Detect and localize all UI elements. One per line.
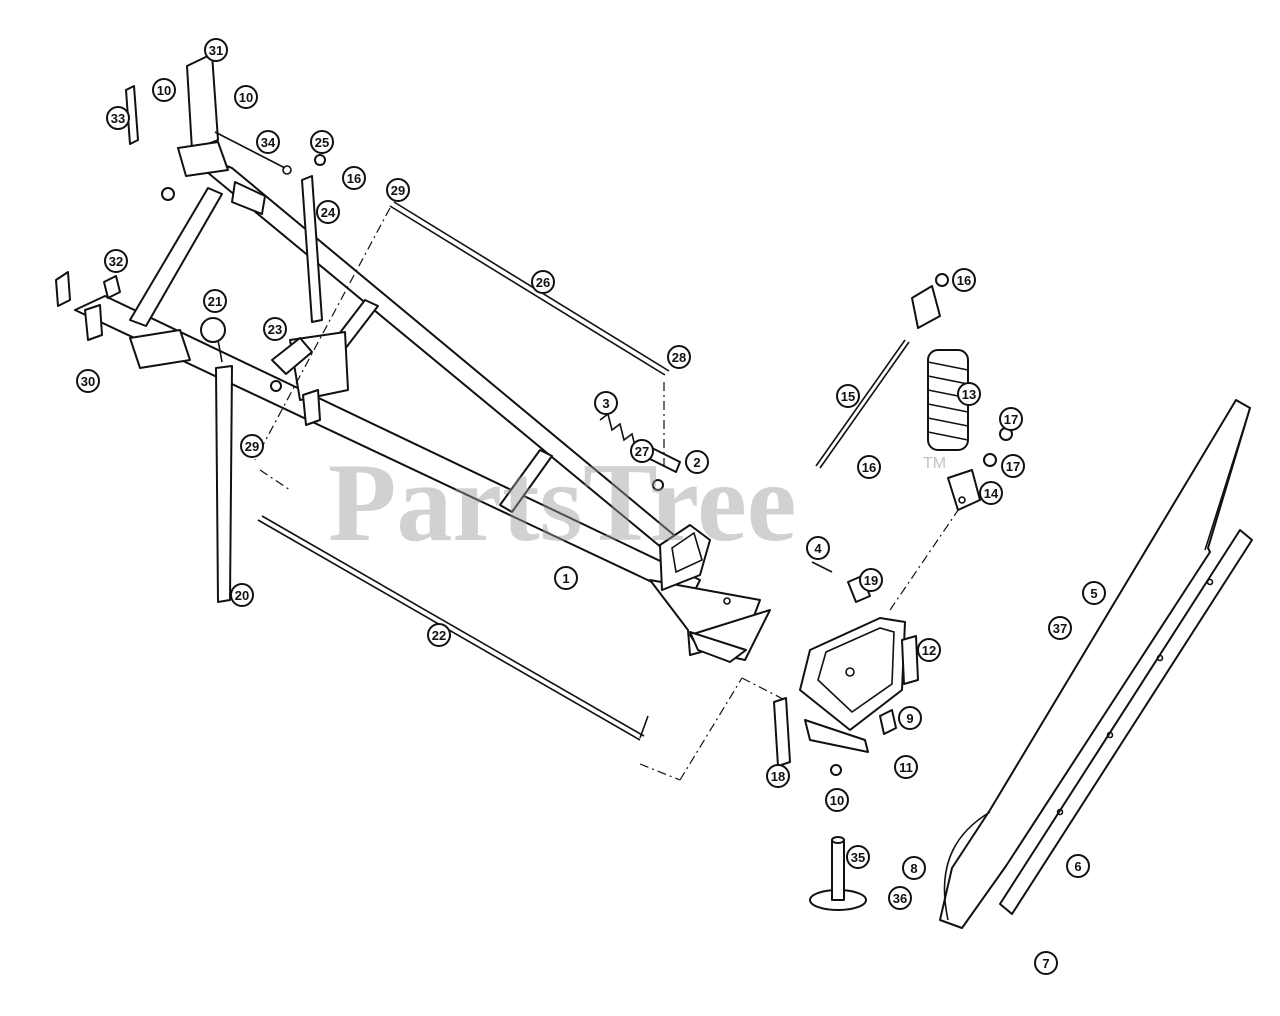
callout-circle	[846, 845, 870, 869]
callout-36: 36	[893, 891, 907, 906]
callout-circle	[1034, 951, 1058, 975]
callout-22: 22	[432, 628, 446, 643]
callout-29: 29	[391, 183, 405, 198]
callout-circle	[203, 289, 227, 313]
callout-9: 9	[906, 711, 913, 726]
callout-circle	[685, 450, 709, 474]
callout-circle	[263, 317, 287, 341]
spring-assembly	[815, 273, 1013, 511]
callout-1: 1	[562, 571, 569, 586]
callout-circle	[836, 384, 860, 408]
callout-18: 18	[771, 769, 785, 784]
callout-30: 30	[81, 374, 95, 389]
callout-3: 3	[602, 396, 609, 411]
callout-8: 8	[910, 861, 917, 876]
callout-10: 10	[830, 793, 844, 808]
callout-16: 16	[347, 171, 361, 186]
callout-27: 27	[635, 444, 649, 459]
callout-16: 16	[957, 273, 971, 288]
callout-20: 20	[235, 588, 249, 603]
callout-circle	[898, 706, 922, 730]
blade	[939, 399, 1251, 929]
callout-circle	[594, 391, 618, 415]
callout-circle	[204, 38, 228, 62]
callout-11: 11	[899, 760, 913, 775]
callout-circle	[554, 566, 578, 590]
callout-12: 12	[922, 643, 936, 658]
callout-28: 28	[672, 350, 686, 365]
callout-24: 24	[321, 205, 336, 220]
callout-circle	[630, 439, 654, 463]
callout-17: 17	[1006, 459, 1020, 474]
callout-14: 14	[984, 486, 999, 501]
callout-circle	[310, 130, 334, 154]
callout-circle	[531, 270, 555, 294]
callout-13: 13	[962, 387, 976, 402]
callout-4: 4	[814, 541, 822, 556]
callout-circle	[806, 536, 830, 560]
callout-circle	[952, 268, 976, 292]
callout-circle	[957, 382, 981, 406]
callout-circle	[240, 434, 264, 458]
callout-circle	[667, 345, 691, 369]
skid-shoe	[809, 836, 867, 911]
callout-33: 33	[111, 111, 125, 126]
a-frame	[55, 53, 771, 663]
callout-circle	[999, 407, 1023, 431]
callout-21: 21	[208, 294, 222, 309]
callout-15: 15	[841, 389, 855, 404]
callout-circle	[427, 623, 451, 647]
callout-10: 10	[239, 90, 253, 105]
callout-19: 19	[864, 573, 878, 588]
callout-5: 5	[1090, 586, 1097, 601]
watermark-trademark: TM	[923, 455, 946, 472]
callout-6: 6	[1074, 859, 1081, 874]
callout-circle	[859, 568, 883, 592]
linkage	[103, 85, 966, 781]
callout-circle	[256, 130, 280, 154]
callout-circle	[917, 638, 941, 662]
callout-23: 23	[268, 322, 282, 337]
callout-circle	[1001, 454, 1025, 478]
callout-31: 31	[209, 43, 223, 58]
blade-bracket	[773, 561, 919, 776]
callout-circle	[766, 764, 790, 788]
callout-circle	[894, 755, 918, 779]
callout-16: 16	[862, 460, 876, 475]
callout-circle	[902, 856, 926, 880]
callout-circle	[342, 166, 366, 190]
callout-circle	[316, 200, 340, 224]
callout-circle	[857, 455, 881, 479]
callout-circle	[888, 886, 912, 910]
callout-circle	[1048, 616, 1072, 640]
callout-circle	[104, 249, 128, 273]
callout-10: 10	[157, 83, 171, 98]
callout-32: 32	[109, 254, 123, 269]
callout-circle	[1082, 581, 1106, 605]
callout-circle	[234, 85, 258, 109]
callout-34: 34	[261, 135, 276, 150]
wear-strip	[999, 529, 1253, 915]
callout-circle	[1066, 854, 1090, 878]
callout-7: 7	[1042, 956, 1049, 971]
callout-2: 2	[693, 455, 700, 470]
callout-circle	[825, 788, 849, 812]
watermark-brand: PartsTree	[328, 441, 797, 565]
callout-37: 37	[1053, 621, 1067, 636]
callout-circle	[979, 481, 1003, 505]
callout-25: 25	[315, 135, 329, 150]
callout-17: 17	[1004, 412, 1018, 427]
callout-circle	[152, 78, 176, 102]
callout-35: 35	[851, 850, 865, 865]
callout-circle	[106, 106, 130, 130]
callout-circle	[386, 178, 410, 202]
callout-26: 26	[536, 275, 550, 290]
callout-29: 29	[245, 439, 259, 454]
callout-circle	[230, 583, 254, 607]
callout-circle	[76, 369, 100, 393]
